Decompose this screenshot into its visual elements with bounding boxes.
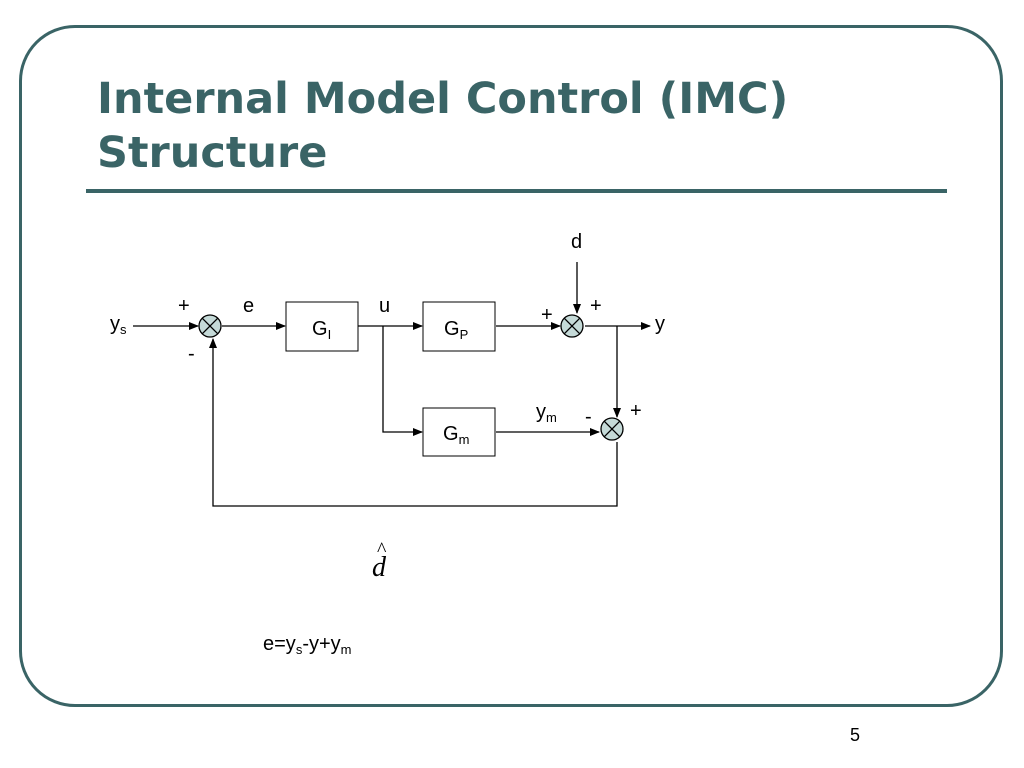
- equation-s-subscript: s: [296, 642, 303, 657]
- output-label: y: [655, 313, 665, 335]
- sum1-minus-sign: -: [188, 343, 195, 365]
- equation-mid: -y+y: [302, 633, 340, 655]
- svg-text:Gm: Gm: [443, 423, 469, 447]
- summing-junction-output: [560, 314, 584, 338]
- sum3-plus-sign: +: [630, 400, 642, 422]
- title-line-1: Internal Model Control (IMC): [97, 74, 789, 124]
- svg-text:ym: ym: [536, 401, 557, 425]
- equation-lhs: e=y: [263, 633, 296, 655]
- disturbance-estimate-symbol: d: [372, 552, 387, 583]
- disturbance-label: d: [571, 231, 582, 253]
- controller-subscript: I: [328, 327, 332, 342]
- setpoint-subscript: s: [120, 322, 127, 337]
- model-output-subscript: m: [546, 410, 557, 425]
- disturbance-estimate-hat: ^: [377, 539, 387, 561]
- model-block: Gm: [422, 407, 496, 457]
- sum2-left-plus-sign: +: [541, 304, 553, 326]
- sum1-plus-sign: +: [178, 295, 190, 317]
- equation-m-subscript: m: [341, 642, 352, 657]
- process-subscript: P: [460, 327, 469, 342]
- model-subscript: m: [459, 432, 470, 447]
- slide-title: Internal Model Control (IMC) Structure: [97, 72, 917, 180]
- input-label: u: [379, 295, 390, 317]
- disturbance-estimate-feedback: [209, 338, 618, 507]
- model-label: G: [443, 423, 459, 445]
- title-line-2: Structure: [97, 128, 328, 178]
- process-block: GP: [422, 301, 496, 352]
- input-to-model-arrow: [382, 326, 423, 436]
- svg-text:GI: GI: [312, 318, 331, 342]
- slide-number: 5: [850, 725, 861, 745]
- error-label: e: [243, 295, 254, 317]
- title-underline: [86, 189, 947, 193]
- sum2-top-plus-sign: +: [590, 295, 602, 317]
- controller-block: GI: [285, 301, 359, 352]
- svg-text:ys: ys: [110, 313, 127, 337]
- summing-junction-error: [198, 314, 222, 338]
- slide-frame: [19, 25, 1003, 707]
- model-output-label: y: [536, 401, 546, 423]
- summing-junction-estimate: [600, 417, 624, 441]
- controller-label: G: [312, 318, 328, 340]
- setpoint-label: y: [110, 313, 120, 335]
- disturbance-estimate-label: d ^: [372, 539, 387, 583]
- sum3-minus-sign: -: [585, 406, 592, 428]
- process-label: G: [444, 318, 460, 340]
- svg-text:GP: GP: [444, 318, 468, 342]
- error-equation: e=ys-y+ym: [263, 633, 352, 657]
